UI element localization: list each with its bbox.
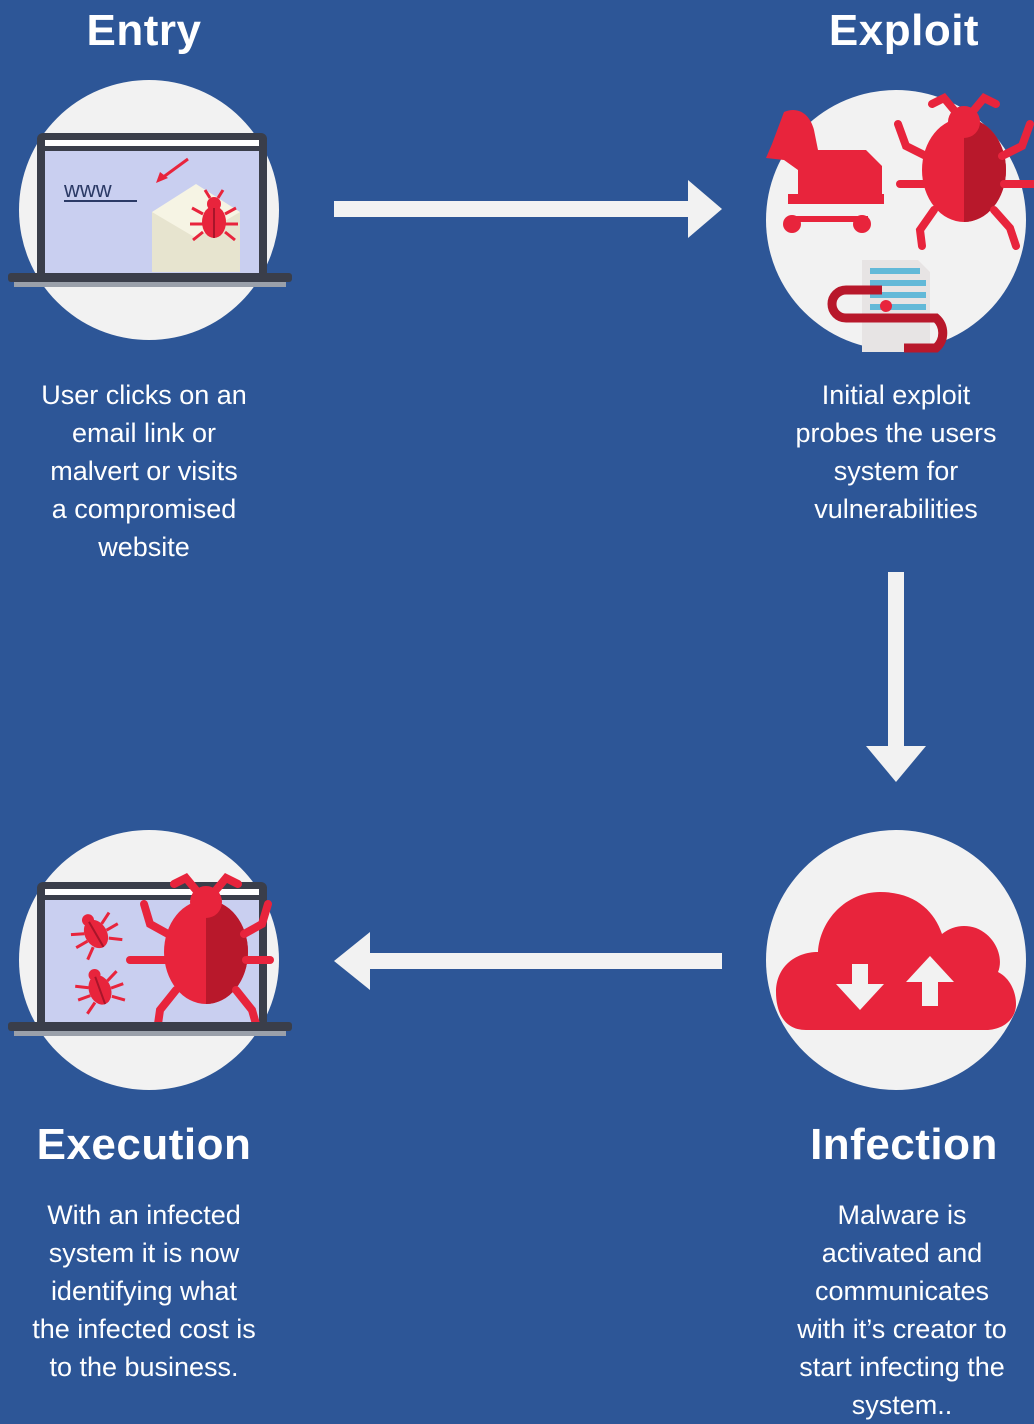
execution-description: With an infected system it is now identi…	[32, 1200, 256, 1382]
arrow-right-icon	[334, 180, 722, 238]
www-link-text: www	[63, 177, 112, 202]
arrow-down-icon	[866, 572, 926, 782]
laptop-email-bug-icon: www	[8, 133, 292, 287]
infection-title: Infection	[810, 1120, 998, 1169]
exploit-description: Initial exploit probes the users system …	[795, 380, 997, 524]
infection-description: Malware is activated and communicates wi…	[797, 1200, 1007, 1420]
exploit-title: Exploit	[828, 6, 980, 55]
laptop-infected-bugs-icon	[8, 873, 292, 1036]
arrow-left-icon	[334, 932, 722, 990]
entry-title: Entry	[86, 6, 202, 55]
trojan-horse-bug-worm-icon	[766, 93, 1034, 353]
entry-description: User clicks on an email link or malvert …	[41, 380, 247, 562]
cloud-download-upload-icon	[776, 892, 1016, 1030]
execution-title: Execution	[36, 1120, 252, 1169]
